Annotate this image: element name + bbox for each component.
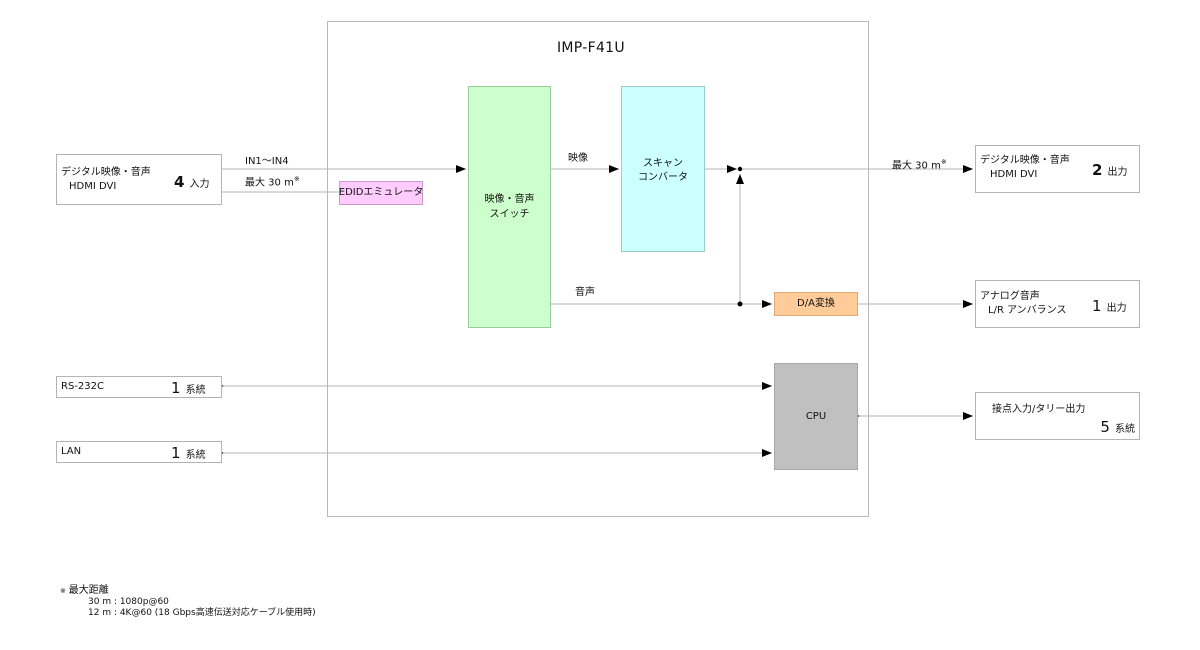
hdmi-input-label: デジタル映像・音声 bbox=[61, 167, 151, 178]
footnote-line-1: 30 m : 1080p@60 bbox=[88, 597, 169, 607]
footnote-line-2: 12 m : 4K@60 (18 Gbps高速伝送対応ケーブル使用時) bbox=[88, 608, 316, 618]
cpu-block: CPU bbox=[774, 363, 858, 470]
hdmi-input-count: 4 bbox=[174, 173, 185, 191]
analog-audio-count: 1 bbox=[1092, 297, 1102, 315]
audio-signal-label: 音声 bbox=[575, 287, 595, 298]
av-switch-block: 映像・音声 スイッチ bbox=[468, 86, 551, 328]
hdmi-input-unit: 入力 bbox=[189, 179, 210, 190]
hdmi-input-count-group: 4 入力 bbox=[174, 172, 210, 191]
rs232c-count: 1 bbox=[171, 379, 181, 397]
hdmi-output-unit: 出力 bbox=[1107, 167, 1128, 178]
footnote-mark: ※ bbox=[60, 587, 66, 595]
input-distance-label: 最大 30 m※ bbox=[245, 175, 300, 189]
footnote-title: 最大距離 bbox=[68, 585, 109, 596]
output-distance-label: 最大 30 m※ bbox=[892, 158, 947, 172]
contact-tally-count: 5 bbox=[1100, 418, 1110, 436]
analog-audio-count-group: 1 出力 bbox=[1092, 296, 1127, 315]
lan-box: LAN 1 系統 bbox=[56, 441, 222, 463]
hdmi-input-box: デジタル映像・音声 HDMI DVI 4 入力 bbox=[56, 154, 222, 205]
scan-converter-line2: コンバータ bbox=[638, 172, 688, 183]
lan-count: 1 bbox=[171, 444, 181, 462]
hdmi-input-formats: HDMI DVI bbox=[69, 181, 117, 192]
rs232c-count-group: 1 系統 bbox=[171, 378, 206, 397]
lan-count-group: 1 系統 bbox=[171, 443, 206, 462]
rs232c-unit: 系統 bbox=[185, 385, 206, 396]
rs232c-label: RS-232C bbox=[61, 381, 104, 392]
lan-unit: 系統 bbox=[185, 450, 206, 461]
da-converter-block: D/A変換 bbox=[774, 292, 858, 316]
footnote: ※ 最大距離 30 m : 1080p@60 12 m : 4K@60 (18 … bbox=[60, 585, 316, 619]
analog-audio-label: アナログ音声 bbox=[980, 291, 1040, 302]
contact-tally-count-group: 5 系統 bbox=[1100, 417, 1135, 436]
contact-tally-unit: 系統 bbox=[1115, 424, 1135, 435]
contact-tally-label: 接点入力/タリー出力 bbox=[992, 404, 1086, 415]
analog-audio-type: L/R アンバランス bbox=[988, 305, 1067, 316]
hdmi-output-box: デジタル映像・音声 HDMI DVI 2 出力 bbox=[975, 145, 1140, 193]
av-switch-line2: スイッチ bbox=[489, 209, 530, 220]
av-switch-line1: 映像・音声 bbox=[484, 194, 535, 205]
footnote-title-row: ※ 最大距離 bbox=[60, 585, 316, 597]
hdmi-output-count: 2 bbox=[1092, 161, 1103, 179]
hdmi-output-formats: HDMI DVI bbox=[990, 169, 1038, 180]
analog-audio-output-box: アナログ音声 L/R アンバランス 1 出力 bbox=[975, 280, 1140, 328]
device-title: IMP-F41U bbox=[557, 40, 625, 56]
hdmi-output-label: デジタル映像・音声 bbox=[980, 155, 1070, 166]
rs232c-box: RS-232C 1 系統 bbox=[56, 376, 222, 398]
scan-converter-line1: スキャン bbox=[643, 158, 683, 169]
scan-converter-block: スキャン コンバータ bbox=[621, 86, 705, 252]
video-signal-label: 映像 bbox=[568, 153, 588, 164]
lan-label: LAN bbox=[61, 446, 82, 457]
input-range-label: IN1～IN4 bbox=[245, 156, 289, 167]
edid-emulator-block: EDIDエミュレータ bbox=[339, 181, 423, 205]
contact-tally-box: 接点入力/タリー出力 5 系統 bbox=[975, 392, 1140, 440]
analog-audio-unit: 出力 bbox=[1106, 303, 1127, 314]
hdmi-output-count-group: 2 出力 bbox=[1092, 160, 1128, 179]
